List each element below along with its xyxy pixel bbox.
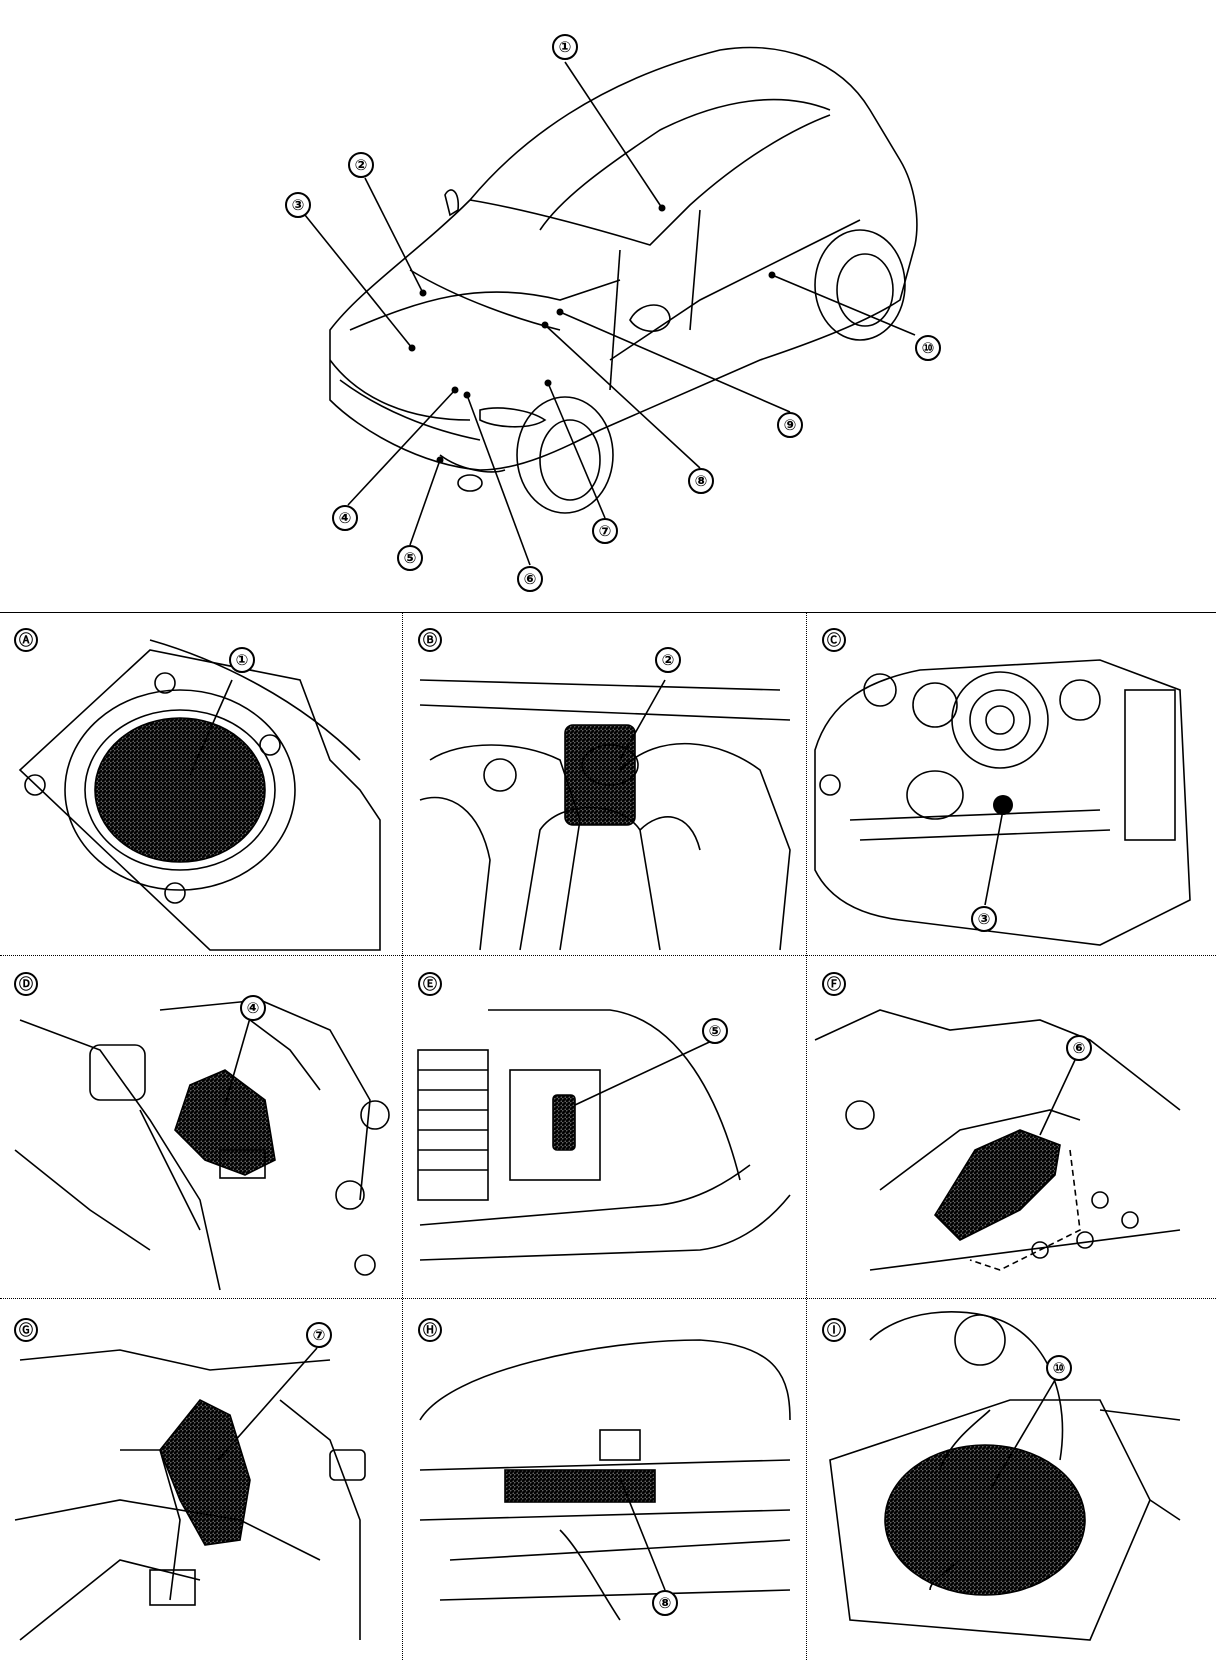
callout-7: ⑦ [592, 518, 618, 544]
panel-i-drawing [829, 1311, 1181, 1641]
panel-letter-e: Ⓔ [418, 972, 442, 996]
panel-letter-c: Ⓒ [822, 628, 846, 652]
grid-top-border [0, 612, 1216, 613]
grid-row-divider-2 [0, 1298, 1216, 1299]
panel-c-callout: ③ [971, 906, 997, 932]
vehicle-overview: ① ② ③ ④ ⑤ ⑥ ⑦ ⑧ ⑨ ⑩ [0, 0, 1216, 612]
callout-1: ① [552, 34, 578, 60]
panel-d-drawing [14, 999, 390, 1291]
callout-2: ② [348, 152, 374, 178]
callout-9: ⑨ [777, 412, 803, 438]
panel-letter-g: Ⓖ [14, 1318, 38, 1342]
panel-letter-h: Ⓗ [418, 1318, 442, 1342]
grid-col-divider-2 [806, 612, 807, 1660]
panel-a-callout: ① [229, 647, 255, 673]
callout-10: ⑩ [915, 335, 941, 361]
grid-row-divider-1 [0, 955, 1216, 956]
panel-i-callout: ⑩ [1046, 1355, 1072, 1381]
panel-g-drawing [14, 1347, 366, 1641]
panel-letter-a: Ⓐ [14, 628, 38, 652]
panel-e-callout: ⑤ [702, 1018, 728, 1044]
panel-b-callout: ② [655, 647, 681, 673]
panel-letter-d: Ⓓ [14, 972, 38, 996]
panel-h-drawing [419, 1339, 791, 1621]
panel-b-drawing [419, 679, 791, 951]
callout-8: ⑧ [688, 468, 714, 494]
callout-6: ⑥ [517, 566, 543, 592]
callout-5: ⑤ [397, 545, 423, 571]
panel-g-callout: ⑦ [306, 1322, 332, 1348]
panel-letter-i: Ⓘ [822, 1318, 846, 1342]
panel-a-drawing [18, 639, 381, 951]
panel-c-drawing [814, 659, 1191, 946]
panel-letter-f: Ⓕ [822, 972, 846, 996]
callout-4: ④ [332, 505, 358, 531]
panel-f-callout: ⑥ [1066, 1035, 1092, 1061]
callout-3: ③ [285, 192, 311, 218]
panel-d-callout: ④ [240, 995, 266, 1021]
panel-letter-b: Ⓑ [418, 628, 442, 652]
panel-e-drawing [417, 1009, 791, 1261]
panel-h-callout: ⑧ [652, 1590, 678, 1616]
grid-col-divider-1 [402, 612, 403, 1660]
vehicle-outline-drawing [304, 46, 918, 566]
panel-f-drawing [814, 1009, 1181, 1271]
